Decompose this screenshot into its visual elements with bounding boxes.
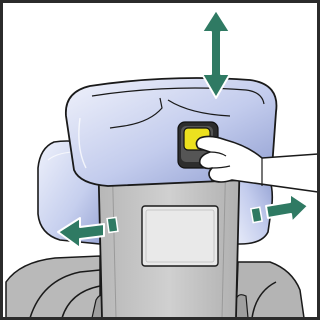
- backrest-label-plate: [142, 206, 218, 266]
